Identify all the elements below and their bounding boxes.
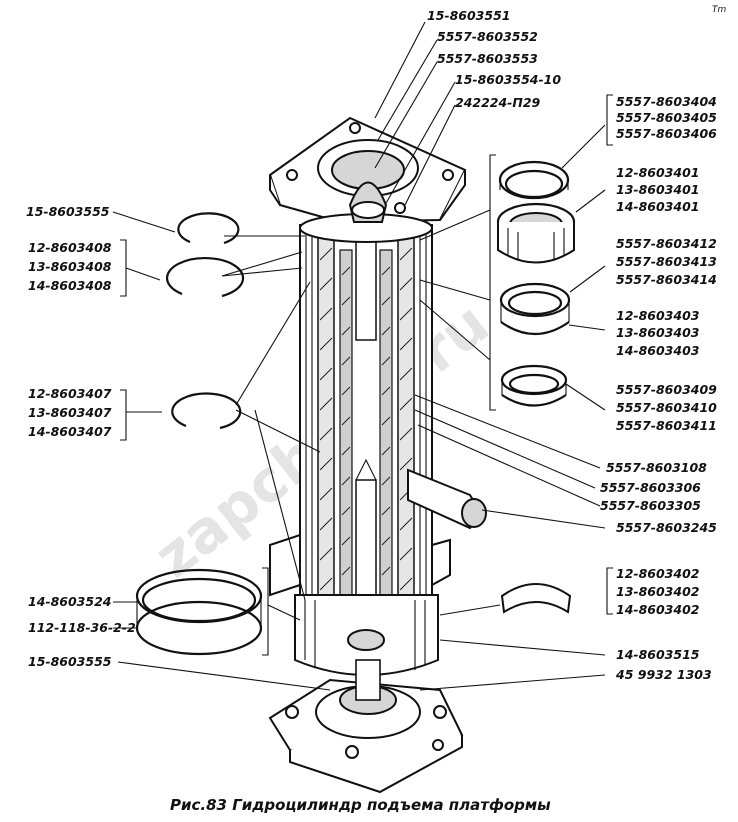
- label-r1-c: 5557-8603406: [616, 126, 717, 141]
- label-l4-a: 14-8603524: [28, 594, 111, 609]
- label-r1-b: 5557-8603405: [616, 110, 717, 125]
- label-r2-c: 14-8603401: [616, 199, 699, 214]
- label-r3-c: 5557-8603414: [616, 272, 717, 287]
- label-top-3: 5557-8603553: [437, 51, 538, 66]
- bracket-right-upper-labels: [606, 94, 613, 146]
- label-r7-c: 14-8603402: [616, 602, 699, 617]
- label-r4-b: 13-8603403: [616, 325, 699, 340]
- label-r6-c: 5557-8603305: [600, 498, 701, 513]
- cylinder-body: [299, 213, 433, 639]
- labels-left: 15-8603555 12-8603408 13-8603408 14-8603…: [26, 204, 136, 669]
- snap-ring-1: [177, 212, 240, 245]
- leader-lines: [112, 21, 606, 691]
- label-r8-b: 45 9932 1303: [615, 667, 712, 682]
- label-r6-d: 5557-8603245: [616, 520, 717, 535]
- label-l5: 15-8603555: [28, 654, 112, 669]
- label-r8-a: 14-8603515: [616, 647, 700, 662]
- ring-part-1: [498, 160, 570, 200]
- label-r1-a: 5557-8603404: [616, 94, 717, 109]
- bottom-collar: [269, 533, 451, 676]
- bushing-part: [496, 202, 576, 264]
- bracket-left-bottom-rings: [262, 567, 269, 656]
- bracket-left-lower: [120, 389, 127, 441]
- bracket-right-lower-labels: [606, 567, 613, 615]
- snap-ring-2: [165, 257, 245, 298]
- corner-mark: Tm: [712, 5, 726, 15]
- label-r6-a: 5557-8603108: [606, 460, 707, 475]
- label-r5-a: 5557-8603409: [616, 382, 717, 397]
- labels-top: 15-8603551 5557-8603552 5557-8603553 15-…: [427, 8, 561, 110]
- label-l1: 15-8603555: [26, 204, 110, 219]
- label-top-4: 15-8603554-10: [455, 72, 561, 87]
- label-top-1: 15-8603551: [427, 8, 510, 23]
- label-l4-b: 112-118-36-2-2: [28, 620, 136, 635]
- bottom-base: [268, 659, 464, 794]
- label-r2-a: 12-8603401: [616, 165, 699, 180]
- label-l2-b: 13-8603408: [28, 259, 112, 274]
- label-r5-c: 5557-8603411: [616, 418, 717, 433]
- label-l3-c: 14-8603407: [28, 424, 112, 439]
- label-l3-b: 13-8603407: [28, 405, 112, 420]
- bracket-right-upper: [489, 154, 496, 411]
- label-top-2: 5557-8603552: [437, 29, 538, 44]
- label-r3-b: 5557-8603413: [616, 254, 717, 269]
- ball-head: [348, 181, 388, 223]
- label-l3-a: 12-8603407: [28, 386, 112, 401]
- snap-ring-3: [171, 392, 242, 430]
- bracket-left-middle: [120, 239, 127, 297]
- top-flange: [268, 116, 467, 224]
- label-r4-a: 12-8603403: [616, 308, 699, 323]
- seal-rings-pair: [135, 568, 263, 656]
- label-top-5: 242224-П29: [455, 95, 541, 110]
- ring-part-2: [499, 282, 571, 335]
- label-r2-b: 13-8603401: [616, 182, 699, 197]
- label-r5-b: 5557-8603410: [616, 400, 717, 415]
- labels-right: 5557-8603404 5557-8603405 5557-8603406 1…: [600, 94, 717, 682]
- ring-part-3: [500, 364, 568, 407]
- label-r4-c: 14-8603403: [616, 343, 699, 358]
- side-fitting: [407, 468, 487, 530]
- label-r7-b: 13-8603402: [616, 584, 699, 599]
- half-ring-part: [500, 583, 572, 614]
- label-r6-b: 5557-8603306: [600, 480, 701, 495]
- figure-caption: Рис.83 Гидроцилиндр подъема платформы: [170, 796, 551, 814]
- label-l2-c: 14-8603408: [28, 278, 112, 293]
- label-r3-a: 5557-8603412: [616, 236, 717, 251]
- label-r7-a: 12-8603402: [616, 566, 699, 581]
- label-l2-a: 12-8603408: [28, 240, 112, 255]
